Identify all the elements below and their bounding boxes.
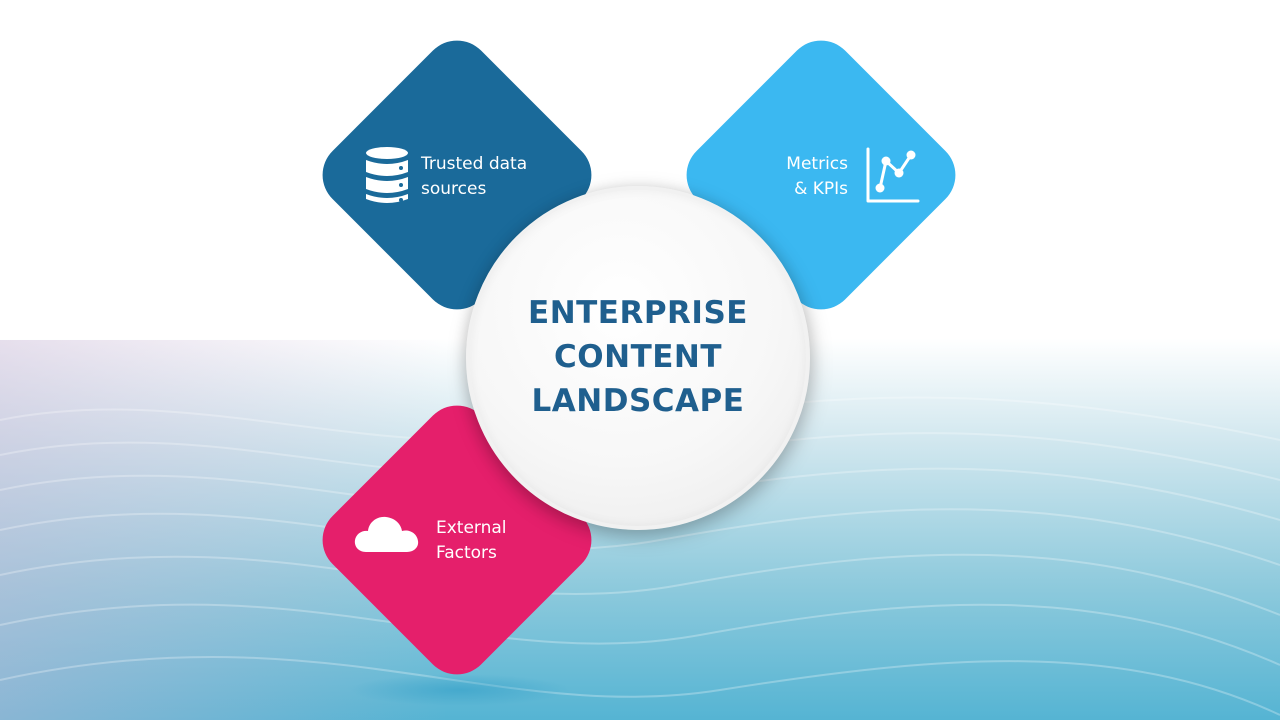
metrics-label-line1: Metrics: [786, 154, 848, 174]
center-title-line3: LANDSCAPE: [531, 383, 745, 419]
external-label-line2: Factors: [436, 543, 497, 563]
center-title-line2: CONTENT: [554, 339, 722, 375]
external-factors-label: External Factors: [436, 516, 507, 566]
trusted-label-line2: sources: [421, 179, 487, 199]
cloud-icon: [354, 516, 419, 552]
metrics-label-line2: & KPIs: [794, 179, 848, 199]
trusted-label-line1: Trusted data: [421, 154, 528, 174]
center-circle: [466, 186, 810, 530]
external-label-line1: External: [436, 518, 507, 538]
center-title-line1: ENTERPRISE: [528, 295, 748, 331]
trusted-data-sources-label: Trusted data sources: [421, 152, 527, 202]
center-title: ENTERPRISE CONTENT LANDSCAPE: [466, 291, 810, 423]
metrics-kpis-label: Metrics & KPIs: [760, 152, 848, 202]
line-chart-icon: [866, 147, 920, 203]
database-icon: [366, 147, 408, 203]
